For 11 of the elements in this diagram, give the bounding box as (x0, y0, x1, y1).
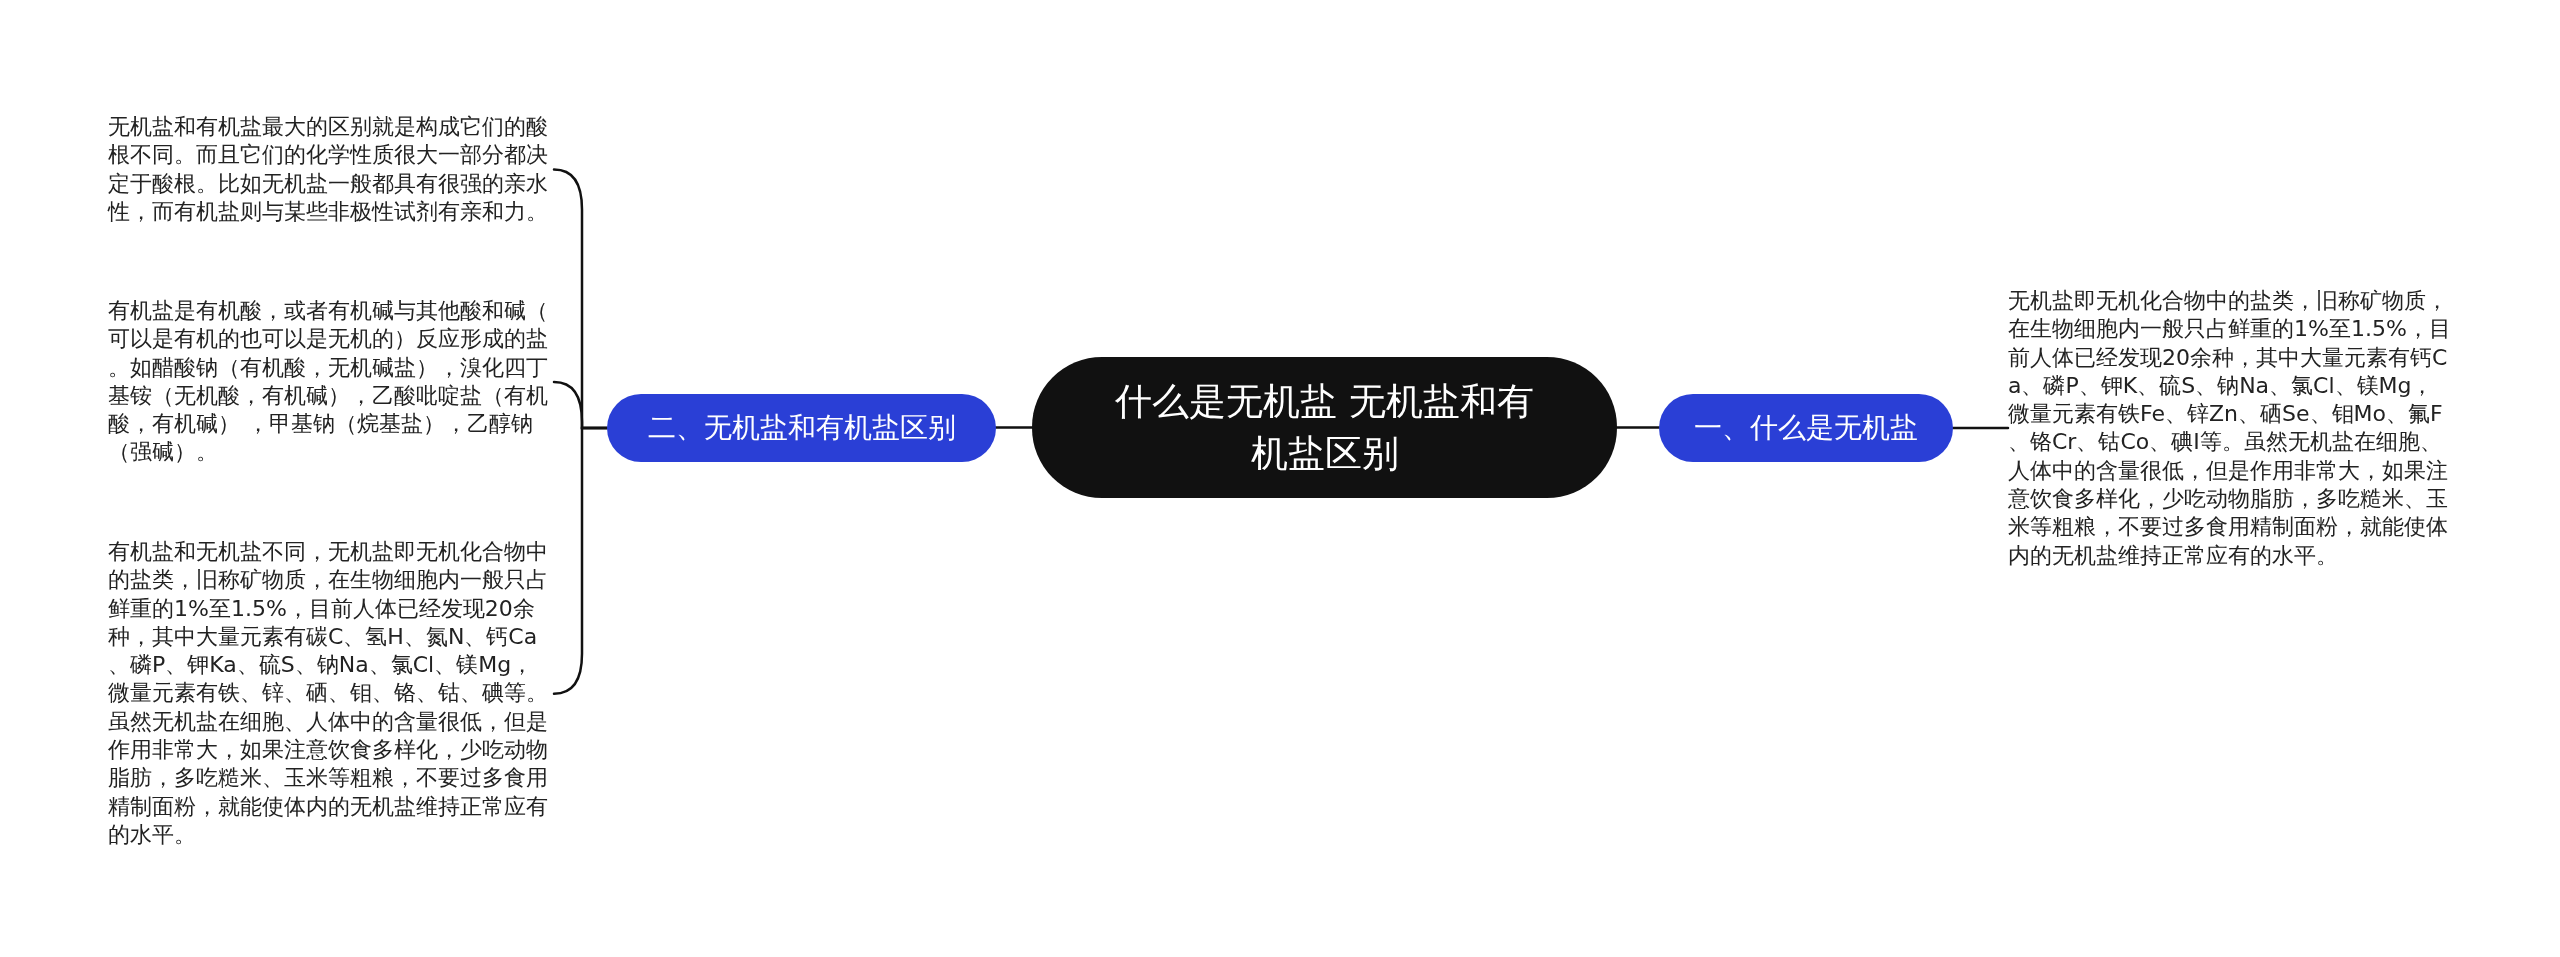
paragraph: 无机盐和有机盐最大的区别就是构成它们的酸根不同。而且它们的化学性质很大一部分都决定于酸根。比如无机盐一般都具有很强的亲水性，而有机盐则与某些非极性试剂有亲和力。 (108, 113, 554, 227)
connector-line (552, 426, 609, 695)
paragraph: 无机盐即无机化合物中的盐类，旧称矿物质，在生物细胞内一般只占鲜重的1%至1.5%，目前人体已经发现20余种，其中大量元素有钙Ca、磷P、钾K、硫S、钠Na、氯Cl、镁Mg，微量元素有铁Fe、锌Zn、硒Se、钼Mo、氟F、铬Cr、钴Co、碘I等。虽然无机盐在细胞、人体中的含量很低，但是作用非常大，如果注意饮食多样化，少吃动物脂肪，多吃糙米、玉米等粗粮，不要过多食用精制面粉，就能使体内的无机盐维持正常应有的水平。 (2008, 287, 2454, 570)
topic-pill: 什么是无机盐 无机盐和有机盐区别 (1032, 357, 1617, 498)
connector-line (994, 426, 1034, 429)
subtopic-pill: 一、什么是无机盐 (1659, 394, 1953, 462)
paragraph: 有机盐是有机酸，或者有机碱与其他酸和碱（可以是有机的也可以是无机的）反应形成的盐。如醋酸钠（有机酸，无机碱盐），溴化四丁基铵（无机酸，有机碱），乙酸吡啶盐（有机酸，有机碱） ，甲基钠（烷基盐），乙醇钠（强碱）。 (108, 297, 554, 467)
connector-line (1615, 426, 1661, 429)
connector-line (1951, 426, 2010, 430)
paragraph: 有机盐和无机盐不同，无机盐即无机化合物中的盐类，旧称矿物质，在生物细胞内一般只占鲜重的1%至1.5%，目前人体已经发现20余种，其中大量元素有碳C、氢H、氮N、钙Ca、磷P、钾Ka、硫S、钠Na、氯Cl、镁Mg，微量元素有铁、锌、硒、钼、铬、钴、碘等。虽然无机盐在细胞、人体中的含量很低，但是作用非常大，如果注意饮食多样化，少吃动物脂肪，多吃糙米、玉米等粗粮，不要过多食用精制面粉，就能使体内的无机盐维持正常应有的水平。 (108, 538, 554, 850)
subtopic-pill: 二、无机盐和有机盐区别 (607, 394, 996, 462)
